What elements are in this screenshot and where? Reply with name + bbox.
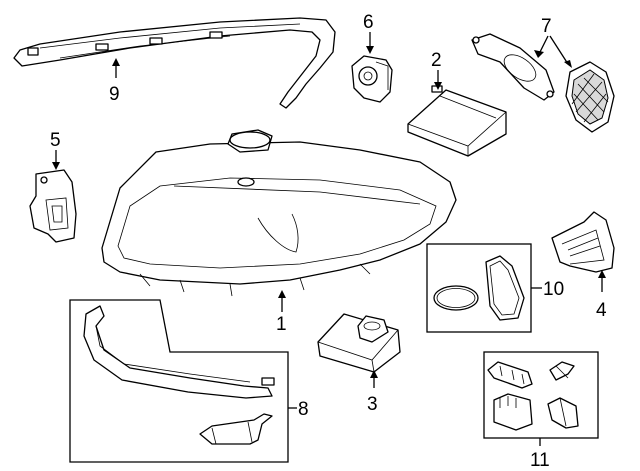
part-10-gasket-seals[interactable] (426, 243, 532, 333)
callout-label-4: 4 (596, 300, 607, 321)
callout-label-7: 7 (541, 16, 552, 37)
callout-4[interactable]: 4 (596, 270, 607, 321)
part-7-cover-and-grille[interactable] (471, 33, 615, 133)
callout-label-8: 8 (298, 399, 309, 420)
callout-10[interactable]: 10 (531, 279, 564, 300)
callout-label-11: 11 (530, 450, 550, 471)
part-2-control-module[interactable] (407, 85, 507, 157)
part-1-headlamp-assembly[interactable] (101, 129, 457, 297)
callout-label-3: 3 (367, 394, 378, 415)
part-4-led-module[interactable] (551, 211, 615, 273)
part-5-bracket[interactable] (29, 169, 77, 243)
box-11 (483, 351, 599, 439)
callout-label-9: 9 (109, 84, 120, 105)
part-9-trim-strip[interactable] (13, 17, 336, 109)
part-3-ballast[interactable] (317, 313, 401, 373)
callout-6[interactable]: 6 (363, 12, 374, 54)
part-8-trim-and-bracket[interactable] (69, 299, 289, 463)
callout-label-1: 1 (276, 314, 287, 335)
callout-7[interactable]: 7 (534, 16, 572, 68)
part-6-bulb-socket[interactable] (351, 55, 393, 103)
callout-11[interactable]: 11 (530, 438, 550, 471)
callout-5[interactable]: 5 (50, 130, 61, 170)
box-8 (69, 299, 289, 463)
part-11-hardware-kit[interactable] (483, 351, 599, 439)
callout-9[interactable]: 9 (109, 58, 120, 105)
callout-label-10: 10 (543, 279, 564, 300)
callout-label-2: 2 (431, 50, 442, 71)
callout-8[interactable]: 8 (288, 399, 309, 420)
callout-label-6: 6 (363, 12, 374, 33)
callout-2[interactable]: 2 (431, 50, 442, 90)
callout-1[interactable]: 1 (276, 290, 287, 335)
callout-3[interactable]: 3 (367, 370, 378, 415)
callout-label-5: 5 (50, 130, 61, 151)
